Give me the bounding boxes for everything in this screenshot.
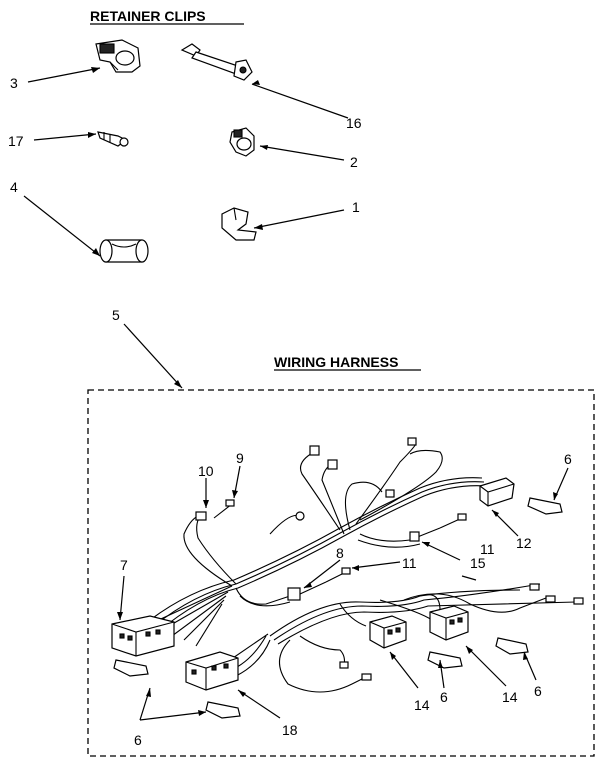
retainer-clip-part-1	[221, 207, 257, 241]
retainer-clip-part-16	[180, 43, 253, 81]
callout-labels: 3 16 17 2 4 1 5 10 9 6 12 8 11 15 11 7 6…	[8, 75, 572, 748]
harness-wires	[149, 443, 577, 693]
wiring-harness-boundary	[87, 389, 595, 757]
wiring-harness-title: WIRING HARNESS	[274, 354, 398, 370]
callout-4: 4	[10, 179, 18, 195]
connector-part-14-right	[429, 605, 469, 641]
leader-arrowheads	[88, 67, 268, 388]
callout-17: 17	[8, 133, 24, 149]
harness-arrowheads	[117, 490, 558, 716]
retainer-clip-part-3	[95, 39, 141, 73]
leader-lines-clips	[23, 67, 349, 389]
connector-block-part-18	[185, 651, 239, 691]
small-terminals	[195, 437, 584, 681]
callout-12: 12	[516, 535, 532, 551]
callout-6-bottom-left: 6	[134, 732, 142, 748]
retainer-clips-title: RETAINER CLIPS	[90, 8, 206, 24]
callout-6-center: 6	[440, 689, 448, 705]
callout-14-left: 14	[414, 697, 430, 713]
connector-part-14-left	[369, 615, 407, 649]
callout-10: 10	[198, 463, 214, 479]
callout-8: 8	[336, 545, 344, 561]
callout-1: 1	[352, 199, 360, 215]
callout-16: 16	[346, 115, 362, 131]
callout-5: 5	[112, 307, 120, 323]
callout-9: 9	[236, 450, 244, 466]
callout-3: 3	[10, 75, 18, 91]
connector-block-part-7	[111, 615, 175, 657]
push-pin-part-17	[97, 131, 129, 147]
callout-14-right: 14	[502, 689, 518, 705]
callout-7: 7	[120, 557, 128, 573]
callout-18: 18	[282, 722, 298, 738]
callout-11-upper: 11	[480, 541, 495, 557]
sleeve-part-4	[99, 239, 149, 263]
spade-terminals-part-6	[113, 497, 563, 719]
connector-part-12	[479, 477, 515, 507]
retainer-clip-part-2	[229, 127, 255, 157]
callout-6-top: 6	[564, 451, 572, 467]
callout-6-right: 6	[534, 683, 542, 699]
callout-2: 2	[350, 154, 358, 170]
callout-15: 15	[470, 555, 486, 571]
callout-11-lower: 11	[402, 555, 417, 571]
